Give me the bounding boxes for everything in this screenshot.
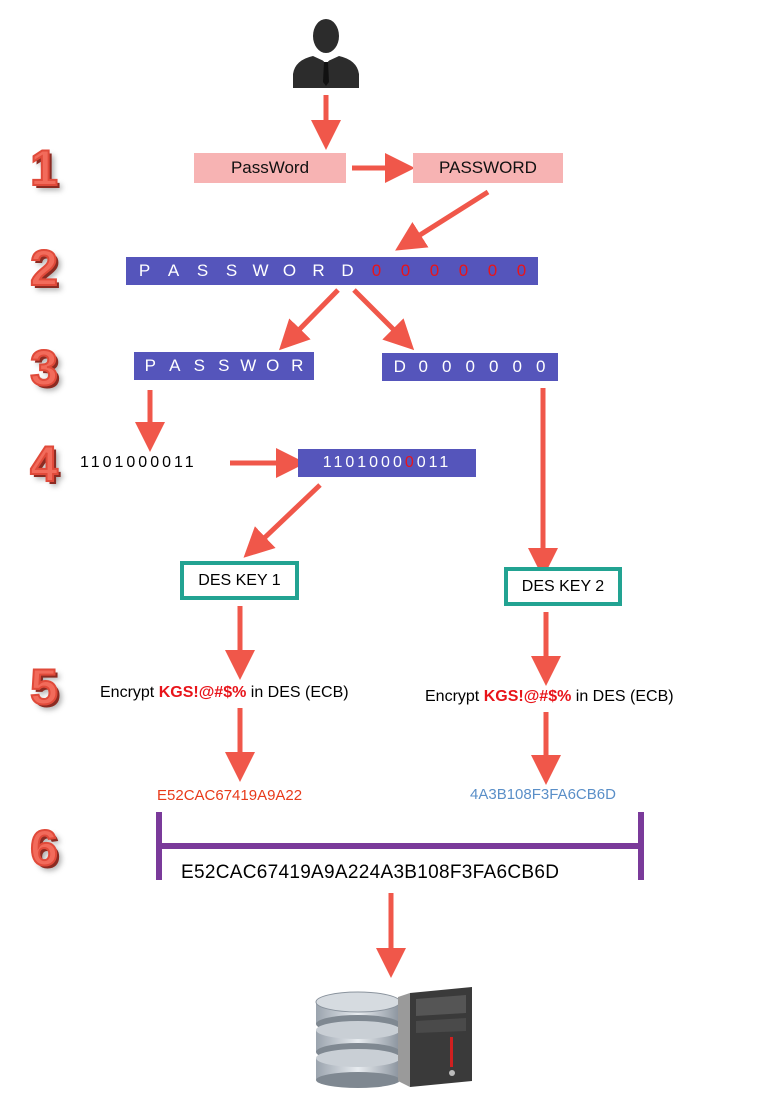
- step-number-4: 4: [29, 436, 59, 492]
- padded-letter: O: [282, 261, 297, 280]
- padded-letter: A: [167, 261, 180, 280]
- right-half-char: 0: [442, 357, 452, 376]
- encrypt-suffix: in DES (ECB): [250, 684, 349, 701]
- combined-hash: E52CAC67419A9A224A3B108F3FA6CB6D: [181, 862, 560, 883]
- right-half-char: 0: [512, 357, 522, 376]
- left-half-char: R: [291, 356, 304, 375]
- left-half-char: S: [218, 356, 230, 375]
- encrypt-step-right: Encrypt KGS!@#$% in DES (ECB): [425, 688, 674, 706]
- arrow-to-left-half: [279, 288, 340, 351]
- right-half-char: 0: [489, 357, 499, 376]
- padded-letter: S: [225, 261, 238, 280]
- encrypt-step-left: Encrypt KGS!@#$% in DES (ECB): [100, 684, 349, 702]
- right-half-char: 0: [418, 357, 428, 376]
- padding-zero: 0: [429, 261, 440, 280]
- parity-bits-bar: 11010000011: [298, 449, 476, 477]
- hash-half-1: E52CAC67419A9A22: [157, 787, 303, 804]
- right-half-char: 0: [536, 357, 546, 376]
- step-number-2: 2: [29, 240, 59, 296]
- encrypt-prefix: Encrypt: [425, 688, 480, 705]
- bits-before-parity: 1101000: [322, 454, 405, 471]
- des-key-1-box: DES KEY 1: [180, 561, 299, 600]
- hash-half-2: 4A3B108F3FA6CB6D: [470, 786, 616, 803]
- step-number-5: 5: [29, 659, 59, 715]
- arrow-to-padded: [395, 189, 490, 251]
- step-number-6: 6: [29, 820, 59, 876]
- left-half-char: S: [193, 356, 205, 375]
- magic-constant: KGS!@#$%: [483, 688, 572, 705]
- padding-zero: 0: [487, 261, 498, 280]
- user-icon: [293, 19, 359, 88]
- padded-letter: W: [252, 261, 269, 280]
- arrow-parity-to-key1: [243, 483, 322, 558]
- binary-bits: 1101000011: [80, 454, 197, 471]
- server-tower-icon: [398, 987, 472, 1087]
- magic-constant: KGS!@#$%: [158, 684, 247, 701]
- step-number-3: 3: [29, 340, 59, 396]
- padding-zero: 0: [458, 261, 469, 280]
- padded-letter: R: [312, 261, 325, 280]
- padding-zero: 0: [516, 261, 527, 280]
- arrow-to-right-half: [352, 288, 415, 351]
- padding-zero: 0: [371, 261, 382, 280]
- concat-bracket: [156, 812, 644, 880]
- padded-letter: P: [138, 261, 151, 280]
- step-number-1: 1: [29, 140, 59, 196]
- left-half-char: A: [169, 356, 181, 375]
- padded-letter: D: [341, 261, 354, 280]
- left-half-char: P: [144, 356, 156, 375]
- encrypt-prefix: Encrypt: [100, 684, 155, 701]
- right-half-char: D: [393, 357, 406, 376]
- parity-bit: 0: [404, 454, 417, 471]
- left-half-char: O: [266, 356, 280, 375]
- des-key-2-box: DES KEY 2: [504, 567, 622, 606]
- bits-after-parity: 011: [416, 454, 452, 471]
- right-half-char: 0: [465, 357, 475, 376]
- left-half-char: W: [240, 356, 257, 375]
- padding-zero: 0: [400, 261, 411, 280]
- password-input-box: PassWord: [194, 153, 346, 183]
- database-icon: [315, 991, 401, 1088]
- password-uppercase-box: PASSWORD: [413, 153, 563, 183]
- padded-letter: S: [196, 261, 209, 280]
- encrypt-suffix: in DES (ECB): [575, 688, 674, 705]
